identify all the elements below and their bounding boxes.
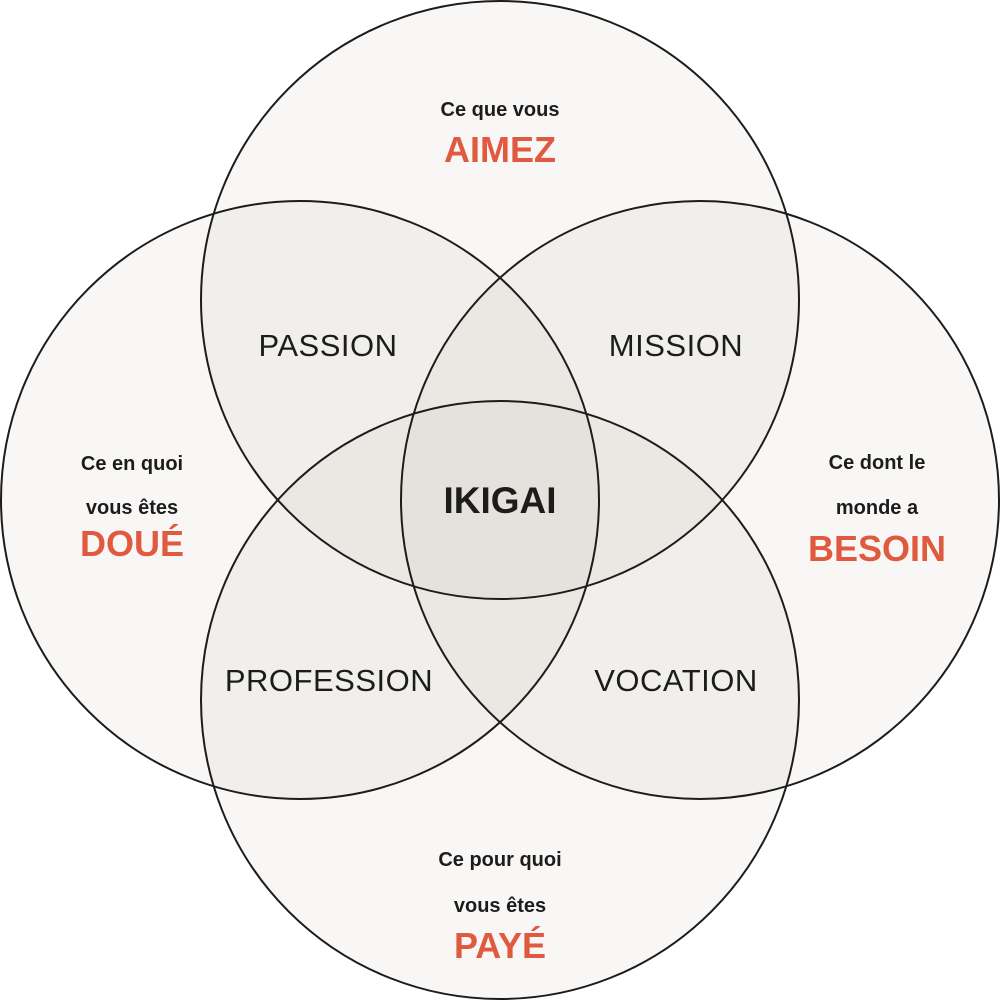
circle-bottom-outline bbox=[200, 400, 800, 1000]
circle-top-outline bbox=[200, 0, 800, 600]
circle-left-outline bbox=[0, 200, 600, 800]
bottom-circle-keyword: PAYÉ bbox=[454, 925, 546, 966]
overlap-top-right-bottom-fill bbox=[401, 401, 799, 599]
top-circle-keyword: AIMEZ bbox=[444, 129, 556, 170]
left-circle-line2: vous êtes bbox=[86, 497, 178, 519]
overlap-label-passion: PASSION bbox=[258, 328, 397, 363]
overlap-label-mission: MISSION bbox=[609, 328, 743, 363]
right-circle-line1: Ce dont le bbox=[829, 452, 926, 474]
overlap-top-left-right-fill bbox=[401, 201, 599, 599]
overlap-label-profession: PROFESSION bbox=[225, 663, 433, 698]
left-circle-keyword: DOUÉ bbox=[80, 523, 184, 564]
overlap-bottom-left-right-fill bbox=[401, 401, 599, 799]
overlap-top-left-bottom-fill bbox=[201, 401, 599, 599]
bottom-circle-line1: Ce pour quoi bbox=[438, 849, 561, 871]
right-circle-keyword: BESOIN bbox=[808, 528, 946, 569]
circle-right-outline bbox=[400, 200, 1000, 800]
bottom-circle-line2: vous êtes bbox=[454, 895, 546, 917]
top-circle-line1: Ce que vous bbox=[441, 99, 560, 121]
left-circle-line1: Ce en quoi bbox=[81, 453, 183, 475]
overlap-label-vocation: VOCATION bbox=[594, 663, 758, 698]
overlap-three-fills bbox=[201, 201, 799, 799]
right-circle-line2: monde a bbox=[836, 497, 919, 519]
center-label-ikigai: IKIGAI bbox=[443, 480, 556, 521]
